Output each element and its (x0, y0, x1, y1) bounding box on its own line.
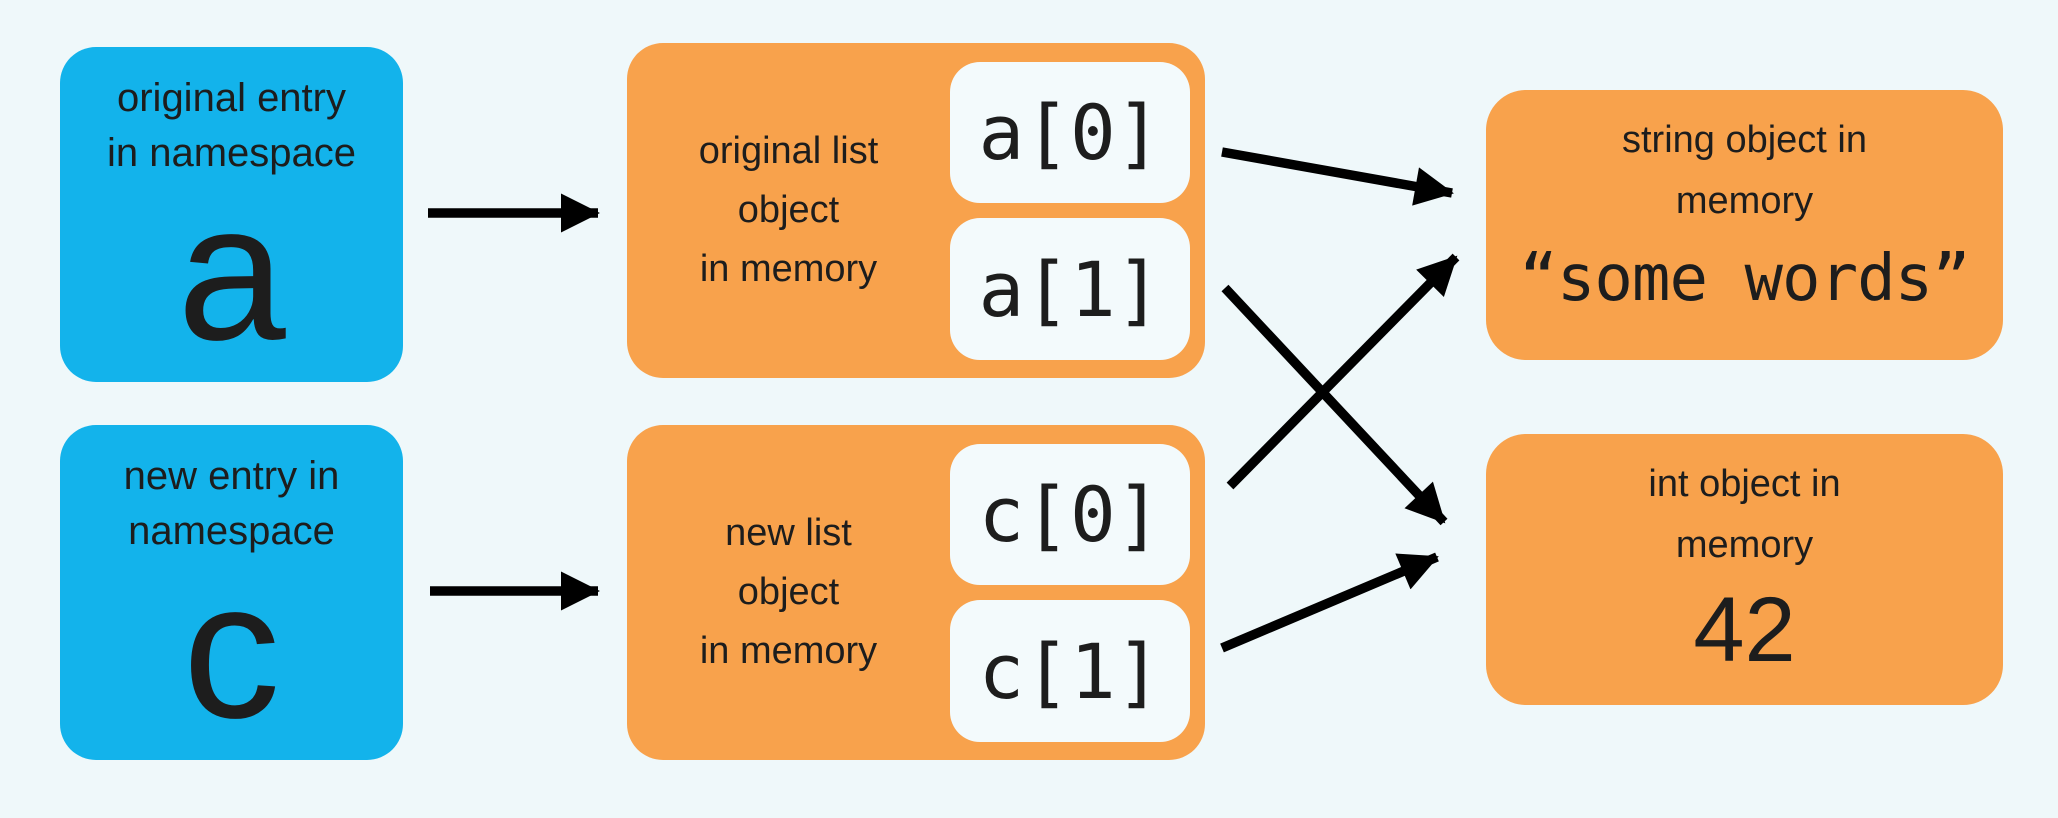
new-list-label-line1: new list (725, 512, 852, 555)
arrow-slot-c1-to-int-object (1220, 552, 1439, 653)
slot-a0: a[0] (950, 62, 1190, 203)
string-object-label-line1: string object in (1621, 119, 1867, 161)
slot-c0: c[0] (950, 444, 1190, 585)
original-list-label-line3: in memory (699, 247, 878, 290)
original-list-box: original list object in memory a[0] a[1] (627, 43, 1205, 378)
namespace-box-c-label-line2: namespace (128, 509, 335, 554)
string-object-box: string object in memory “some words” (1486, 90, 2003, 360)
int-object-value: 42 (1693, 578, 1796, 681)
namespace-box-c-label: new entry in namespace (124, 449, 340, 559)
string-object-label-line2: memory (1675, 179, 1814, 222)
arrow-slot-c0-to-string-object (1226, 253, 1460, 490)
namespace-box-a-label-line1: original entry (116, 76, 346, 120)
namespace-box-a-label-line2: in namespace (106, 131, 357, 176)
original-list-label-line1: original list (698, 130, 879, 173)
namespace-box-a: original entry in namespace a (60, 47, 403, 382)
new-list-label-line2: object (737, 571, 840, 614)
namespace-symbol-a: a (177, 162, 286, 381)
original-list-label-line2: object (737, 189, 840, 232)
namespace-symbol-c: c (182, 540, 281, 759)
original-list-box-label: original list object in memory (627, 43, 950, 378)
namespace-box-a-label: original entry in namespace (107, 71, 356, 181)
namespace-box-c-label-line1: new entry in (123, 454, 340, 498)
arrow-slot-a1-to-int-object (1221, 284, 1448, 526)
new-list-box-label: new list object in memory (627, 425, 950, 760)
slot-a1: a[1] (950, 218, 1190, 360)
int-object-label-line2: memory (1675, 523, 1814, 566)
string-object-label: string object in memory (1622, 110, 1867, 232)
slot-c1: c[1] (950, 600, 1190, 742)
int-object-label-line1: int object in (1648, 463, 1841, 505)
int-object-label: int object in memory (1648, 454, 1840, 576)
string-object-value: “some words” (1519, 241, 1970, 316)
new-list-label-line3: in memory (699, 629, 878, 672)
arrow-slot-a0-to-string-object (1221, 147, 1454, 206)
namespace-box-c: new entry in namespace c (60, 425, 403, 760)
new-list-box: new list object in memory c[0] c[1] (627, 425, 1205, 760)
int-object-box: int object in memory 42 (1486, 434, 2003, 705)
